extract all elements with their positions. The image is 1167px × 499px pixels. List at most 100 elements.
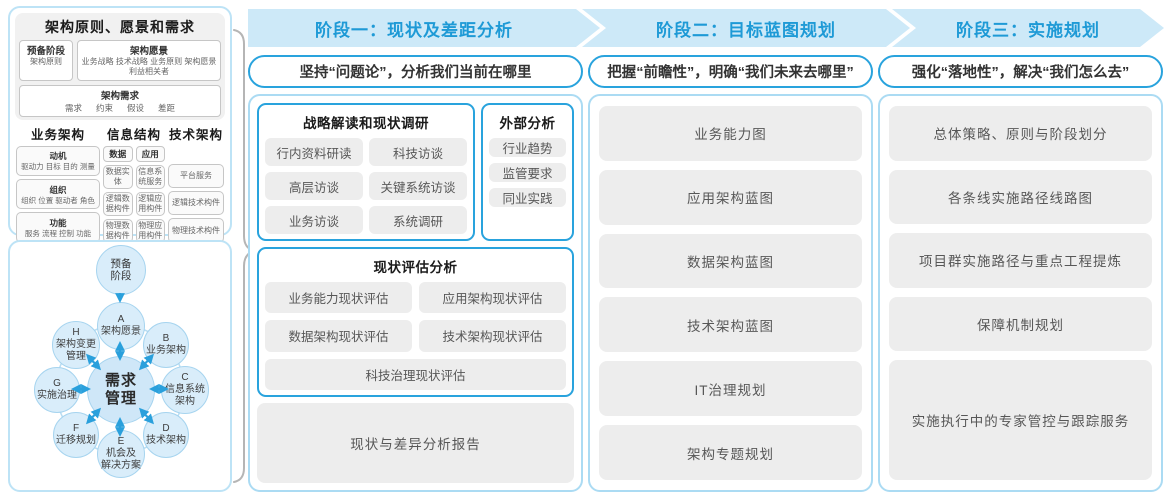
box-sub: 驱动力 目标 目的 测量	[21, 162, 95, 172]
adm-node-h-change-management: H 架构变更 管理	[52, 321, 100, 369]
deliverable-item: 应用架构蓝图	[599, 169, 862, 225]
business-architecture-title: 业务架构	[30, 127, 85, 142]
adm-node-e-opportunities: E 机会及 解决方案	[97, 430, 145, 478]
node-letter: E	[117, 436, 125, 448]
prep-phase-box: 预备阶段 架构原则	[19, 40, 73, 81]
method-item: 关键系统访谈	[369, 172, 467, 200]
data-item: 物理数据构件	[103, 218, 133, 243]
node-label: 架构愿景	[101, 326, 141, 337]
method-item: 行业趋势	[489, 138, 566, 157]
data-header: 数据	[103, 145, 133, 162]
node-letter: G	[53, 378, 61, 390]
node-letter: B	[162, 333, 170, 345]
phase-1-header: 阶段一：现状及差距分析	[315, 20, 513, 40]
method-item: 监管要求	[489, 163, 566, 182]
node-letter: D	[162, 423, 170, 435]
node-label: 预备	[110, 257, 132, 270]
arch-principles-label: 架构原则	[30, 57, 62, 66]
application-subcolumn: 应用 信息系统服务 逻辑应用构件 物理应用构件	[135, 145, 165, 243]
data-item: 数据实体	[103, 164, 133, 189]
req-item: 假设	[127, 102, 145, 113]
assessment-item: 应用架构现状评估	[419, 282, 566, 314]
method-item: 业务访谈	[265, 206, 363, 234]
function-box: 功能 服务 流程 控制 功能	[16, 212, 100, 243]
deliverable-item: 各条线实施路径线路图	[889, 169, 1152, 225]
node-label: 阶段	[110, 270, 132, 282]
architecture-framework-panel: 架构原则、愿景和需求 预备阶段 架构原则 架构愿景 业务战略 技术战略 业务原则…	[8, 6, 232, 300]
deliverable-item: 数据架构蓝图	[599, 233, 862, 289]
spacer	[168, 146, 224, 161]
node-label: 架构变更	[56, 339, 96, 351]
assessment-item: 数据架构现状评估	[265, 320, 412, 352]
node-label: 机会及	[106, 448, 136, 460]
adm-node-f-migration: F 迁移规划	[53, 412, 99, 458]
group-title: 外部分析	[499, 116, 556, 131]
node-letter: C	[181, 372, 189, 384]
business-architecture-column: 业务架构 动机 驱动力 目标 目的 测量 组织 组织 位置 驱动者 角色 功能 …	[16, 124, 100, 243]
method-item: 系统调研	[369, 206, 467, 234]
deliverable-item: 业务能力图	[599, 106, 862, 161]
deliverable-item: 总体策略、原则与阶段划分	[889, 106, 1152, 161]
group-title: 现状评估分析	[373, 260, 458, 275]
box-title: 功能	[49, 218, 67, 229]
current-state-assessment-group: 现状评估分析 业务能力现状评估 应用架构现状评估 数据架构现状评估 技术架构现状…	[257, 247, 574, 397]
architecture-columns: 业务架构 动机 驱动力 目标 目的 测量 组织 组织 位置 驱动者 角色 功能 …	[15, 124, 225, 243]
arch-requirements-box: 架构需求 需求 约束 假设 差距	[19, 84, 221, 117]
box-sub: 组织 位置 驱动者 角色	[21, 195, 95, 205]
phase-3-header: 阶段三：实施规划	[956, 20, 1100, 40]
adm-node-c-information-systems: C 信息系统 架构	[161, 366, 209, 414]
method-item: 行内资料研读	[265, 138, 363, 166]
technology-item: 平台服务	[168, 163, 224, 189]
data-subcolumn: 数据 数据实体 逻辑数据构件 物理数据构件	[103, 145, 133, 243]
information-structure-column: 信息结构 数据 数据实体 逻辑数据构件 物理数据构件 应用 信息系统服务 逻辑应…	[103, 124, 165, 243]
framework-title: 架构原则、愿景和需求	[45, 19, 195, 35]
deliverable-item: 保障机制规划	[889, 296, 1152, 352]
box-sub: 服务 流程 控制 功能	[24, 229, 92, 239]
phase-1-slogan: 坚持“问题论”，分析我们当前在哪里	[248, 55, 583, 88]
center-label: 管理	[104, 390, 137, 407]
arch-vision-title: 架构愿景	[129, 46, 168, 57]
assessment-item: 科技治理现状评估	[265, 358, 566, 390]
adm-node-g-governance: G 实施治理	[34, 367, 80, 413]
method-item: 科技访谈	[369, 138, 467, 166]
adm-node-b-business: B 业务架构	[143, 322, 189, 368]
node-label: 业务架构	[146, 345, 186, 356]
adm-node-d-technology: D 技术架构	[143, 412, 189, 458]
phase-2-header: 阶段二：目标蓝图规划	[656, 20, 836, 40]
node-label: 技术架构	[146, 435, 186, 446]
deliverable-item: 架构专题规划	[599, 425, 862, 480]
node-letter: H	[72, 327, 80, 339]
assessment-item: 业务能力现状评估	[265, 282, 412, 314]
phase-1-header-band: 阶段一：现状及差距分析	[248, 9, 600, 47]
prep-phase-label: 预备阶段	[26, 46, 65, 57]
technology-item: 逻辑技术构件	[168, 191, 224, 216]
application-item: 物理应用构件	[135, 218, 165, 243]
group-title: 战略解读和现状调研	[303, 116, 429, 131]
box-title: 动机	[49, 151, 67, 162]
phase-3-content: 总体策略、原则与阶段划分 各条线实施路径线路图 项目群实施路径与重点工程提炼 保…	[878, 94, 1163, 492]
strategy-research-group: 战略解读和现状调研 行内资料研读 科技访谈 高层访谈 关键系统访谈 业务访谈 系…	[257, 103, 475, 241]
application-header: 应用	[135, 145, 165, 162]
center-label: 需求	[104, 372, 137, 390]
deliverable-item: IT治理规划	[599, 361, 862, 417]
phase-2-header-band: 阶段二：目标蓝图规划	[582, 9, 910, 47]
information-structure-title: 信息结构	[106, 127, 161, 142]
application-item: 逻辑应用构件	[135, 191, 165, 216]
node-letter: A	[117, 314, 125, 326]
req-item: 约束	[95, 102, 113, 113]
req-item: 需求	[64, 102, 82, 113]
method-item: 高层访谈	[265, 172, 363, 200]
deliverable-item: 技术架构蓝图	[599, 297, 862, 353]
node-letter: F	[72, 423, 80, 435]
arch-vision-box: 架构愿景 业务战略 技术战略 业务原则 架构愿景 利益相关者	[77, 40, 221, 81]
adm-node-preparation: 预备 阶段	[96, 245, 146, 295]
phase-1-content: 战略解读和现状调研 行内资料研读 科技访谈 高层访谈 关键系统访谈 业务访谈 系…	[248, 94, 583, 492]
data-item: 逻辑数据构件	[103, 191, 133, 216]
arch-requirements-items: 需求 约束 假设 差距	[21, 102, 219, 114]
phase-3-slogan: 强化“落地性”，解决“我们怎么去”	[878, 55, 1163, 88]
node-label: 实施治理	[37, 390, 77, 401]
technology-architecture-column: 技术架构 平台服务 逻辑技术构件 物理技术构件	[168, 124, 224, 243]
phase-2-content: 业务能力图 应用架构蓝图 数据架构蓝图 技术架构蓝图 IT治理规划 架构专题规划	[588, 94, 873, 492]
technology-architecture-title: 技术架构	[168, 127, 223, 142]
